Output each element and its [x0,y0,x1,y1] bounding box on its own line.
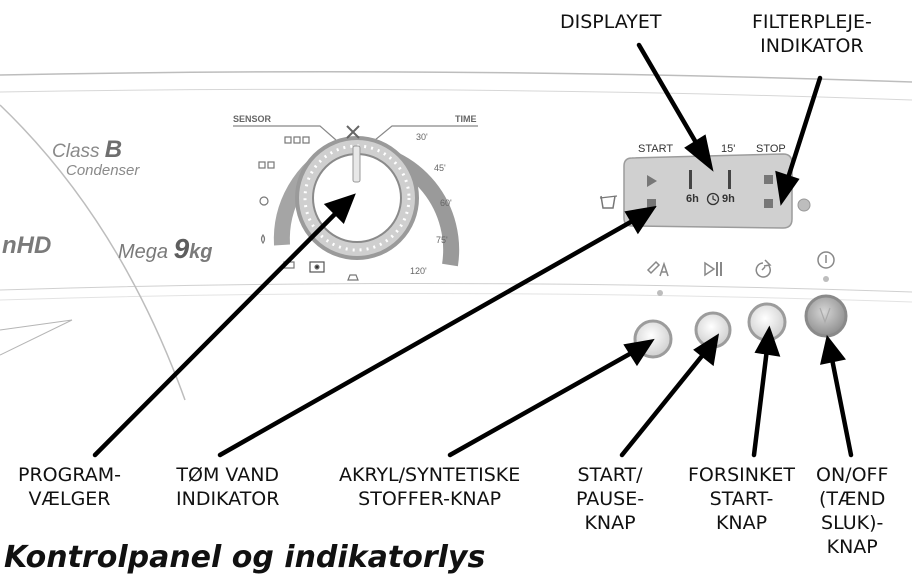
sensor-label: SENSOR [233,114,272,124]
arrow-start-pause [619,348,709,458]
callout-start-pause: START/ PAUSE- KNAP [576,464,645,534]
arrow-displayet [636,42,701,149]
energy-class-label: Class B [52,136,123,163]
callout-on-off: ON/OFF (TÆND SLUK)- KNAP [816,464,889,558]
start-pause-icon [704,261,722,277]
display-start-label: START [638,143,674,155]
drain-tub-icon [600,195,616,209]
leader-arrows [92,42,854,458]
panel-mid-seam-2 [0,292,912,303]
synthetic-led [657,290,663,296]
door-hint [0,319,73,356]
dial-time-bracket [374,125,478,141]
arrow-forsinket [751,346,770,458]
on-off-button [804,294,848,338]
callout-akryl: AKRYL/SYNTETISKE STOFFER-KNAP [339,464,521,510]
panel-mid-seam [0,282,912,293]
program-dial-pointer [352,145,361,183]
figure-caption: Kontrolpanel og indikatorlys [4,540,486,575]
callout-tom-vand: TØM VAND INDIKATOR [176,464,280,510]
filter-indicator-led [764,199,773,208]
synthetic-fabric-icon [646,260,669,277]
arrow-tom-vand [217,216,639,458]
filter-round-icon [797,198,811,212]
callout-forsinket: FORSINKET START- KNAP [688,464,796,534]
arrow-programvaelger [92,209,340,458]
delay-start-icon [755,259,772,278]
arrow-filterpleje [785,75,823,181]
capacity-label: Mega 9kg [118,233,213,264]
arrow-akryl [447,348,638,458]
time-tick-60: 60' [440,198,452,208]
display-6h-label: 6h [686,193,699,205]
display-start-arrow [647,175,657,187]
display-panel [623,153,793,229]
display-bar-2 [728,170,731,189]
display-bar-1 [689,170,692,189]
arrow-on-off [829,356,854,458]
condenser-label: Condenser [66,162,140,179]
timer-clock-icon [706,192,720,206]
panel-left-curve [0,104,186,401]
stop-indicator-led [764,175,773,184]
display-stop-label: STOP [756,143,786,155]
display-9h-label: 9h [722,193,735,205]
callout-displayet: DISPLAYET [560,11,662,33]
drain-indicator-led [647,199,656,208]
callout-programvaelger: PROGRAM- VÆLGER [18,464,122,510]
time-tick-120: 120' [410,266,427,276]
callout-filterpleje: FILTERPLEJE- INDIKATOR [752,11,872,57]
time-tick-75: 75' [436,235,448,245]
time-label: TIME [455,114,477,124]
panel-top-edge [0,71,912,83]
time-tick-45: 45' [434,163,446,173]
model-suffix-label: nHD [2,232,52,259]
display-15-label: 15' [721,143,736,155]
time-tick-30: 30' [416,132,428,142]
dial-sensor-bracket [233,125,337,141]
fan-icon [346,125,360,139]
power-led [823,276,829,282]
panel-top-edge-inner [0,88,912,101]
power-icon [817,251,835,269]
program-dial-ring-dots [303,144,411,252]
